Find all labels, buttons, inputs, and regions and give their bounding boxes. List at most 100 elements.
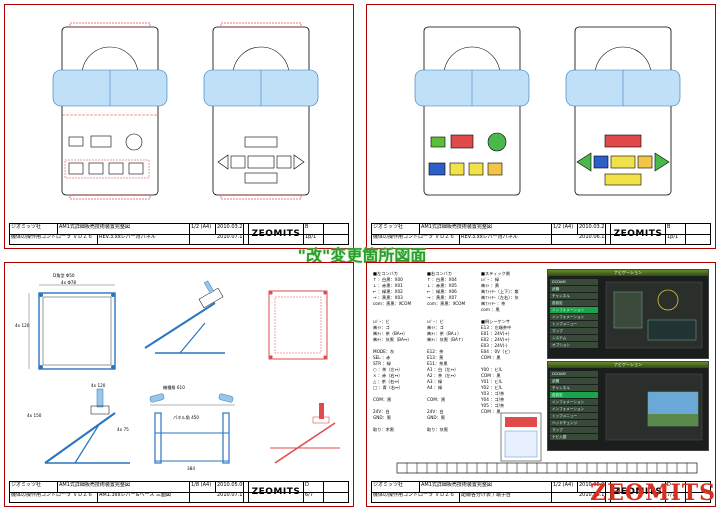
stand-3d-view (270, 403, 340, 464)
screen-header: ナビゲーション (548, 270, 708, 276)
dim-label-4: 機種角 610 (163, 385, 185, 390)
screen-bottom-diagram (605, 373, 703, 441)
sheet1-drawing (52, 22, 319, 200)
tb-date2: 2010.07.15 (216, 492, 244, 502)
tb-company: ジオミッツ社 (10, 224, 58, 234)
terminal-cell (656, 462, 668, 474)
right-panel-outline (203, 22, 319, 200)
sheet2-drawing (414, 26, 681, 196)
screen-top-diagram (605, 281, 703, 349)
menu-item[interactable]: 各設定 (550, 392, 598, 398)
frame-side-view (144, 280, 225, 354)
terminal-cell (646, 462, 658, 474)
terminal-cell (636, 462, 648, 474)
tb-scale: 1/2 (A4) (552, 482, 578, 492)
menu-item[interactable]: マップ (550, 328, 598, 334)
menu-item[interactable]: マップ (550, 427, 598, 433)
frame-front-view (268, 290, 328, 360)
terminal-cell (666, 462, 678, 474)
tb-date1: 2010.03.21 (578, 224, 606, 234)
title-block: ジオミッツ社 AM1式詳細販売技術装置完整図 1/2 (A4) 2010.03.… (371, 223, 711, 245)
terminal-cell (436, 462, 448, 474)
tb-date2: 2010.06.19 (578, 492, 606, 502)
left-panel-outline (52, 22, 168, 200)
terminal-cell (456, 462, 468, 474)
drawing-sheet-2: ジオミッツ社 AM1式詳細販売技術装置完整図 1/2 (A4) 2010.03.… (366, 4, 716, 249)
tb-company: ジオミッツ社 (372, 224, 420, 234)
dim-label-8: 384 (187, 466, 195, 471)
tb-title: AM1式詳細販売技術装置完整図 (58, 224, 190, 234)
dim-label-2: 4x Φ78 (61, 280, 77, 285)
menu-item[interactable]: チャンネル (550, 385, 598, 391)
menu-item[interactable]: インフォメーション (550, 314, 598, 320)
terminal-cell (516, 462, 528, 474)
menu-item[interactable]: ヘッドチェンジ (550, 420, 598, 426)
tb-date1: 2010.05.09 (578, 482, 606, 492)
menu-item[interactable]: インフォメーション (550, 307, 598, 313)
tb-date1: 2010.03.21 (216, 224, 244, 234)
menu-item[interactable]: 武器 (550, 286, 598, 292)
tb-logo: ZEOMITS (248, 482, 304, 502)
menu-item[interactable]: インフォメーション (550, 399, 598, 405)
tb-rev: D (304, 482, 324, 492)
screen-header: ナビゲーション (548, 362, 708, 368)
tb-rev: B (304, 224, 324, 234)
tb-part: REV.3.xxレバー背パネル (460, 234, 552, 244)
tb-page: 7/7 (666, 492, 686, 502)
terminal-cell (396, 462, 408, 474)
tb-logo: ZEOMITS (248, 224, 304, 244)
right-color-panel (565, 26, 681, 196)
terminal-cell (596, 462, 608, 474)
tb-subtitle: 機体の操作用コントローラ ＶＤＺ６ (10, 234, 98, 244)
drawing-sheet-3: D角型 Φ50 4x Φ78 4x 120 機種角 610 パネル角 450 4… (4, 262, 354, 507)
tb-scale: 1/2 (A4) (552, 224, 578, 234)
tb-logo: ZEOMITS (610, 482, 666, 502)
terminal-cell (576, 462, 588, 474)
dim-label-7: 4x 150 (27, 413, 42, 418)
terminal-cell (506, 462, 518, 474)
menu-item[interactable]: DCDAM (550, 279, 598, 285)
tb-page: 1p/1 (666, 234, 686, 244)
terminal-strip (396, 462, 698, 474)
wiring-right-list: ■右コンバカ ↑ ：白黒：X04 ↓ ：赤黒：X05 ← ：緑黒：X06 → ：… (427, 271, 466, 432)
menu-item[interactable]: 各設定 (550, 300, 598, 306)
tb-scale: 1/8 (A4) (190, 482, 216, 492)
screen-menu: DCDAM 武器 チャンネル 各設定 インフォメーション インフォメーション ト… (550, 371, 598, 441)
terminal-cell (616, 462, 628, 474)
terminal-cell (546, 462, 558, 474)
menu-item[interactable]: 武器 (550, 378, 598, 384)
drawing-sheet-4: ■左コンバカ ↑ ：白黒：X00 ↓ ：赤黒：X01 ← ：緑黒：X02 → ：… (366, 262, 716, 507)
dim-label-1: D角型 Φ50 (53, 273, 75, 278)
terminal-cell (606, 462, 618, 474)
terminal-cell (486, 462, 498, 474)
dim-label-9: 4x 75 (117, 427, 129, 432)
tb-page: 1p/1 (304, 234, 324, 244)
frame-top-view (28, 284, 116, 370)
tb-rev: B (666, 224, 686, 234)
menu-item[interactable]: システム (550, 335, 598, 341)
tb-scale: 1/2 (A4) (190, 224, 216, 234)
dim-label-5: パネル角 450 (173, 415, 200, 420)
terminal-cell (466, 462, 478, 474)
menu-item[interactable]: インフォメーション (550, 406, 598, 412)
menu-item[interactable]: トップメニュー (550, 321, 598, 327)
menu-item[interactable]: DCDAM (550, 371, 598, 377)
tb-date2: 2010.07.11 (216, 234, 244, 244)
terminal-cell (496, 462, 508, 474)
title-block: ジオミッツ社 AM1式詳細販売技術装置完整図 1/2 (A4) 2010.05.… (371, 481, 711, 503)
screen-nav-bottom: ナビゲーション DCDAM 武器 チャンネル 各設定 インフォメーション インフ… (547, 361, 709, 451)
terminal-cell (406, 462, 418, 474)
sheet3-drawing (28, 280, 340, 464)
tb-date2: 2010.06.15 (578, 234, 606, 244)
menu-item[interactable]: トップメニュー (550, 413, 598, 419)
menu-item[interactable]: ナビ入替 (550, 434, 598, 440)
menu-item[interactable]: チャンネル (550, 293, 598, 299)
menu-item[interactable]: オプション (550, 342, 598, 348)
brand-watermark: ZEOMITS (590, 480, 716, 506)
wiring-left-list: ■左コンバカ ↑ ：白黒：X00 ↓ ：赤黒：X01 ← ：緑黒：X02 → ：… (373, 271, 412, 432)
terminal-cell (566, 462, 578, 474)
screen-menu: DCDAM 武器 チャンネル 各設定 インフォメーション インフォメーション ト… (550, 279, 598, 349)
tb-subtitle: 機体の操作用コントローラ ＶＤＺ６ (372, 234, 460, 244)
left-color-panel (414, 26, 530, 196)
tb-title: AM1式詳細販売技術装置完整図 (420, 482, 552, 492)
